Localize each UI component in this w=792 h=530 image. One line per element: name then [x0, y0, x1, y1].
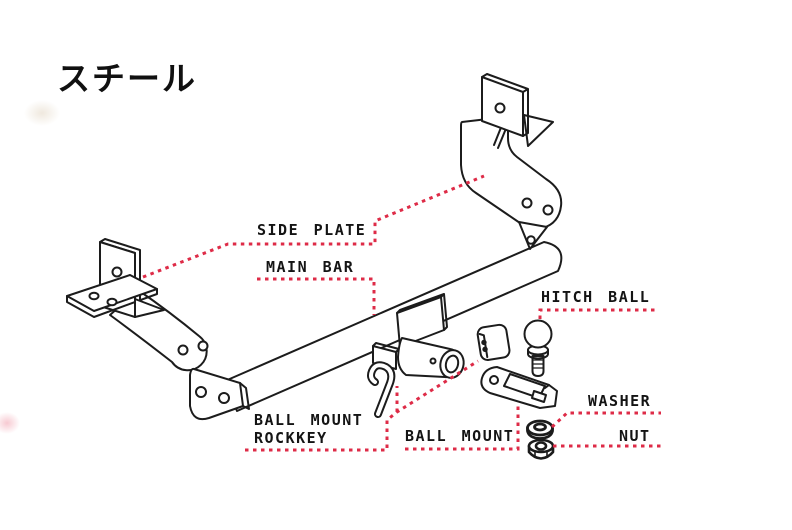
label-ball-mount: BALL MOUNT	[405, 427, 515, 445]
leader-ball-mount	[405, 404, 520, 451]
side-plate-left-drawing	[66, 238, 250, 421]
label-side-plate: SIDE PLATE	[257, 221, 367, 239]
side-plate-right-drawing	[460, 73, 563, 250]
label-washer: WASHER	[588, 392, 652, 410]
label-hitch-ball: HITCH BALL	[541, 288, 651, 306]
main-bar-drawing	[224, 241, 563, 412]
washer-drawing	[526, 419, 554, 440]
lock-clip-drawing	[476, 323, 511, 361]
ball-mount-drawing	[480, 366, 558, 409]
label-main-bar: MAIN BAR	[266, 258, 355, 276]
receiver-bracket-drawing	[372, 293, 465, 379]
leader-washer	[550, 411, 661, 429]
leader-main-bar	[257, 277, 376, 315]
label-ball-mount-rockkey-line2: ROCKKEY	[254, 429, 328, 447]
leader-rockkey	[245, 359, 479, 452]
label-ball-mount-rockkey: BALL MOUNT ROCKKEY	[254, 411, 363, 447]
label-nut: NUT	[619, 427, 651, 445]
nut-drawing	[527, 438, 555, 460]
hitch-ball-drawing	[523, 319, 553, 377]
label-ball-mount-rockkey-line1: BALL MOUNT	[254, 411, 364, 429]
leader-hitch-ball	[538, 308, 655, 319]
material-label: スチール	[57, 59, 197, 98]
rockkey-pin-drawing	[367, 361, 396, 418]
